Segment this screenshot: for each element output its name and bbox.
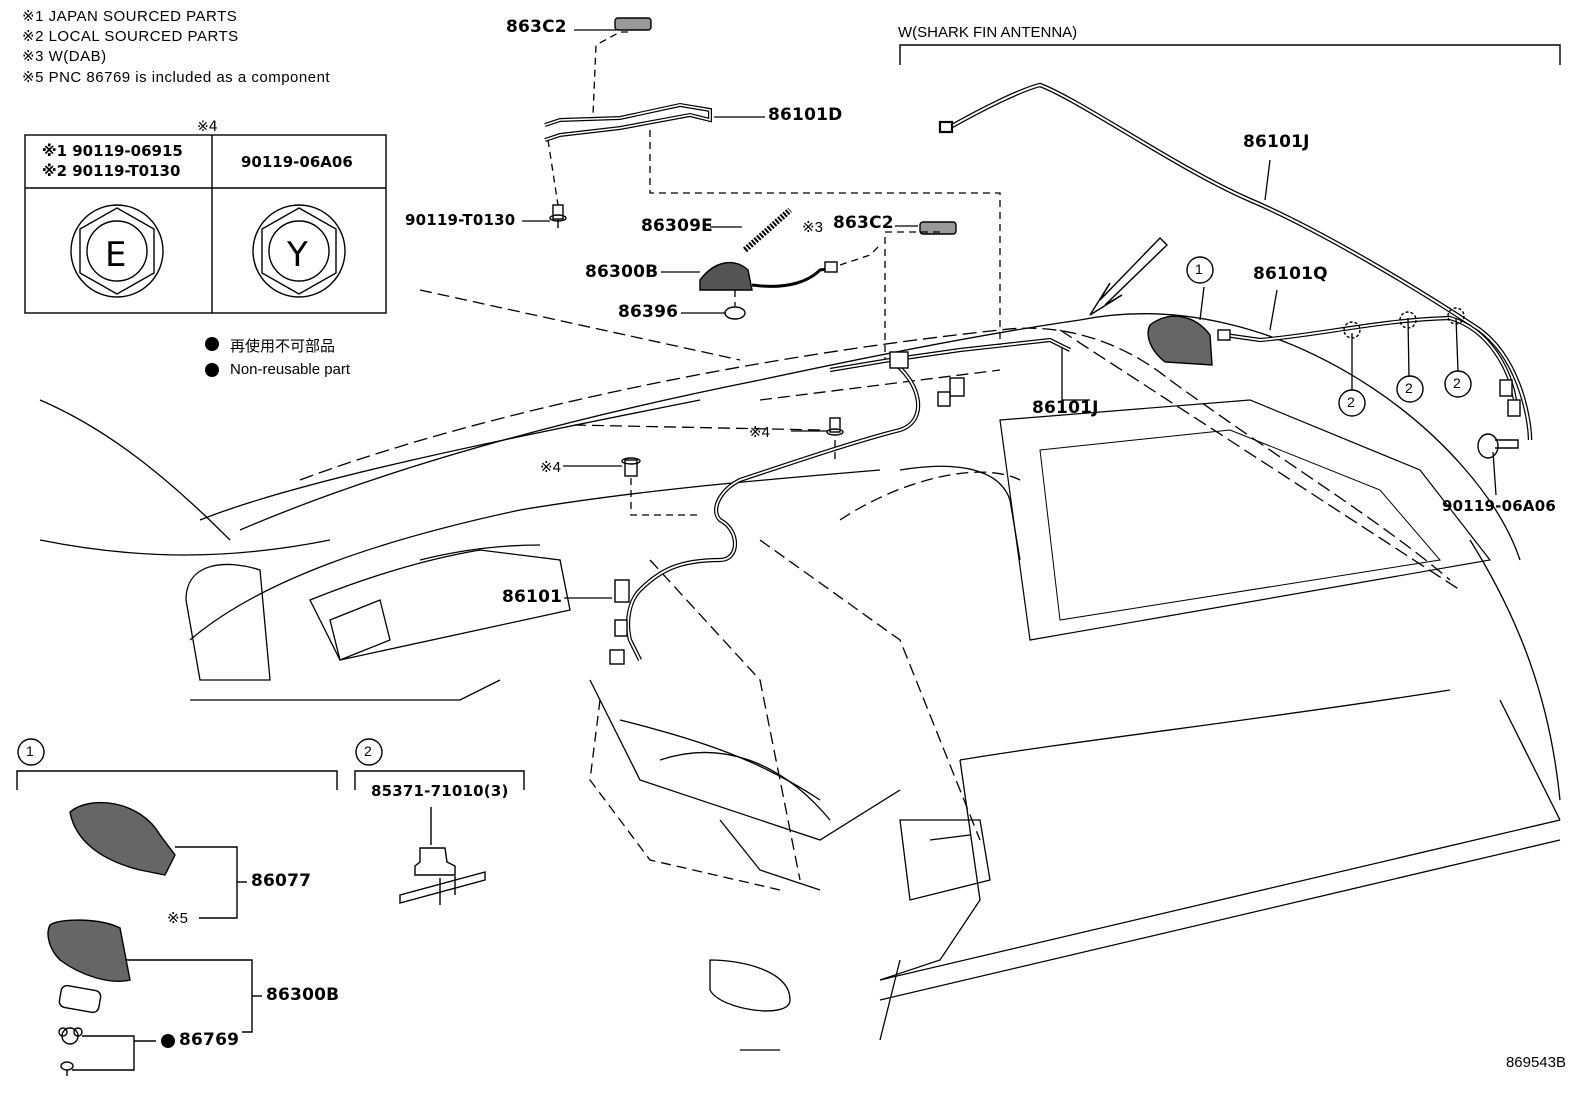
detail-part-86300B[interactable]: 86300B: [266, 985, 340, 1005]
clip-nut-icon: [58, 1027, 83, 1045]
shark-fin-antenna-icon: [1147, 315, 1213, 366]
bolt-head-y-mark: Y: [286, 235, 308, 275]
part-86396[interactable]: 86396: [618, 302, 679, 322]
non-reusable-bullet-86769-icon: [161, 1034, 175, 1048]
part-90119-06A06[interactable]: 90119-06A06: [1442, 497, 1556, 515]
bolt-90119-06A06-icon: [1477, 433, 1519, 459]
antenna-rod-86309E-icon: [743, 207, 792, 253]
callout-2-main-num-a: 2: [1347, 394, 1355, 410]
detail-part-85371-71010[interactable]: 85371-71010(3): [371, 782, 509, 800]
ref-4-label-b: ※4: [540, 459, 561, 476]
shark-fin-cover-86077-icon: [69, 801, 176, 876]
detail-part-86077[interactable]: 86077: [251, 871, 312, 891]
bolt-table-left-header-2: ※2 90119-T0130: [42, 162, 180, 180]
gasket-icon: [58, 984, 102, 1014]
catalog-id: 869543B: [1505, 1054, 1566, 1071]
bolt-head-y-icon: Y: [252, 204, 346, 298]
bolt-90119-T0130-icon: [549, 204, 567, 228]
clamp-85371-icon: [399, 847, 486, 905]
antenna-base-86300B-icon: [699, 261, 838, 291]
part-86309E[interactable]: 86309E: [641, 216, 713, 236]
part-86101Q[interactable]: 86101Q: [1253, 264, 1328, 284]
part-90119-T0130[interactable]: 90119-T0130: [405, 211, 516, 229]
bolt-table-left-header-1: ※1 90119-06915: [42, 142, 183, 160]
note-japan-sourced: ※1 JAPAN SOURCED PARTS: [22, 8, 238, 25]
shark-fin-section-bracket: [899, 44, 1561, 65]
bolt-head-e-mark: E: [105, 235, 126, 275]
part-86101D[interactable]: 86101D: [768, 105, 843, 125]
clip-863C2-mid-icon: [919, 221, 957, 235]
callout-2-main-num-c: 2: [1453, 375, 1461, 391]
note-local-sourced: ※2 LOCAL SOURCED PARTS: [22, 28, 239, 45]
detail-1: [16, 738, 338, 1076]
leader-lines: [522, 29, 1497, 599]
shark-fin-section-label: W(SHARK FIN ANTENNA): [898, 24, 1078, 41]
legend-non-reusable-jp: 再使用不可部品: [230, 338, 336, 355]
callout-2-main-num-b: 2: [1405, 380, 1413, 396]
antenna-cable-86101: [609, 337, 1071, 665]
antenna-cable-86101J: [938, 82, 1533, 441]
bolt-table-right-header: 90119-06A06: [241, 153, 353, 171]
part-86101J-mid[interactable]: 86101J: [1032, 398, 1099, 418]
ref-3-label: ※3: [802, 219, 823, 236]
antenna-cable-86101D: [544, 102, 712, 142]
detail-ref-5-label: ※5: [167, 910, 188, 927]
location-arrow-icon: [1089, 237, 1168, 316]
note-pnc-86769: ※5 PNC 86769 is included as a component: [22, 69, 331, 86]
part-86101J-top[interactable]: 86101J: [1243, 132, 1310, 152]
ref-4-label-a: ※4: [749, 424, 770, 441]
detail-2: [354, 738, 525, 905]
bolt-ref4-a-icon: [826, 417, 844, 436]
vehicle-body-outline: [39, 289, 1561, 1051]
antenna-base-86300B-detail-icon: [47, 919, 131, 982]
bolt-table-ref: ※4: [197, 119, 218, 135]
clip-863C2-top-icon: [614, 17, 652, 31]
detail-1-number: 1: [26, 743, 34, 759]
non-reusable-bullet-icon: [205, 337, 219, 351]
bolt-ref4-b-icon: [621, 457, 641, 477]
nut-86396-icon: [724, 306, 746, 320]
part-86101[interactable]: 86101: [502, 587, 563, 607]
bolt-head-e-icon: E: [70, 204, 164, 298]
bolt-table: ※4 ※1 90119-06915 ※2 90119-T0130 90119-0…: [24, 119, 387, 314]
part-86300B[interactable]: 86300B: [585, 262, 659, 282]
detail-part-86769[interactable]: 86769: [179, 1030, 240, 1050]
non-reusable-bullet-icon-2: [205, 363, 219, 377]
legend-non-reusable-en: Non-reusable part: [230, 361, 351, 378]
screw-icon: [60, 1061, 74, 1076]
antenna-cable-86101Q: [1217, 315, 1521, 417]
note-dab: ※3 W(DAB): [22, 48, 107, 65]
callout-2-main: [1338, 307, 1472, 417]
callout-1-main: [1186, 256, 1214, 284]
detail-2-number: 2: [364, 743, 372, 759]
part-863C2-top[interactable]: 863C2: [506, 17, 567, 37]
part-863C2-mid[interactable]: 863C2: [833, 213, 894, 233]
callout-1-main-num: 1: [1195, 261, 1203, 277]
